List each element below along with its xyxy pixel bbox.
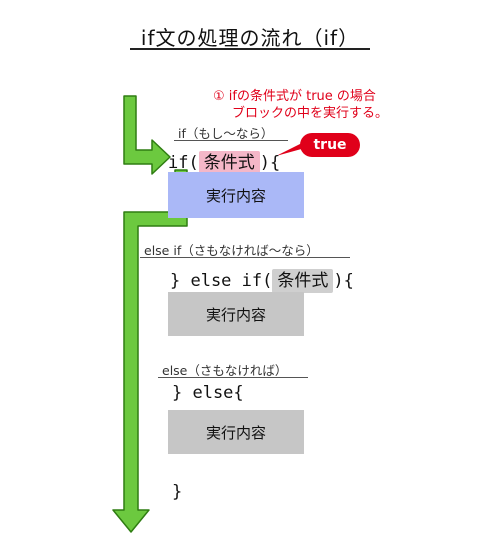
true-bubble: true: [300, 133, 360, 157]
true-pointer: [276, 141, 306, 156]
if-keyword: if(: [168, 153, 199, 173]
else-if-label-underline: [140, 257, 350, 258]
note-line-1: ① ifの条件式が true の場合: [213, 89, 376, 104]
note-line-2: ブロックの中を実行する。: [232, 106, 389, 121]
else-body-box: 実行内容: [168, 410, 304, 454]
entry-arrow: [123, 95, 171, 175]
else-label-underline: [158, 377, 308, 378]
else-if-code-line: } else if(条件式){: [170, 266, 354, 293]
else-code-line: } else{: [172, 383, 244, 403]
if-condition: 条件式: [198, 151, 260, 175]
if-label: if（もし～なら）: [178, 126, 274, 141]
diagram-title: if文の処理の流れ（if）: [140, 26, 360, 50]
else-if-keyword: } else if(: [170, 271, 273, 291]
else-label: else（さもなければ）: [162, 363, 288, 378]
title-underline: [130, 48, 370, 50]
else-if-close: ){: [333, 271, 354, 291]
closing-brace: }: [172, 482, 183, 502]
if-code-line: if(条件式){: [168, 148, 281, 175]
else-if-condition: 条件式: [272, 269, 334, 293]
else-if-body-box: 実行内容: [168, 292, 304, 336]
if-body-box: 実行内容: [168, 172, 304, 218]
if-close: ){: [259, 153, 281, 173]
if-label-underline: [174, 140, 288, 141]
else-if-label: else if（さもなければ～なら）: [144, 243, 319, 258]
skip-arrow: [112, 169, 188, 533]
